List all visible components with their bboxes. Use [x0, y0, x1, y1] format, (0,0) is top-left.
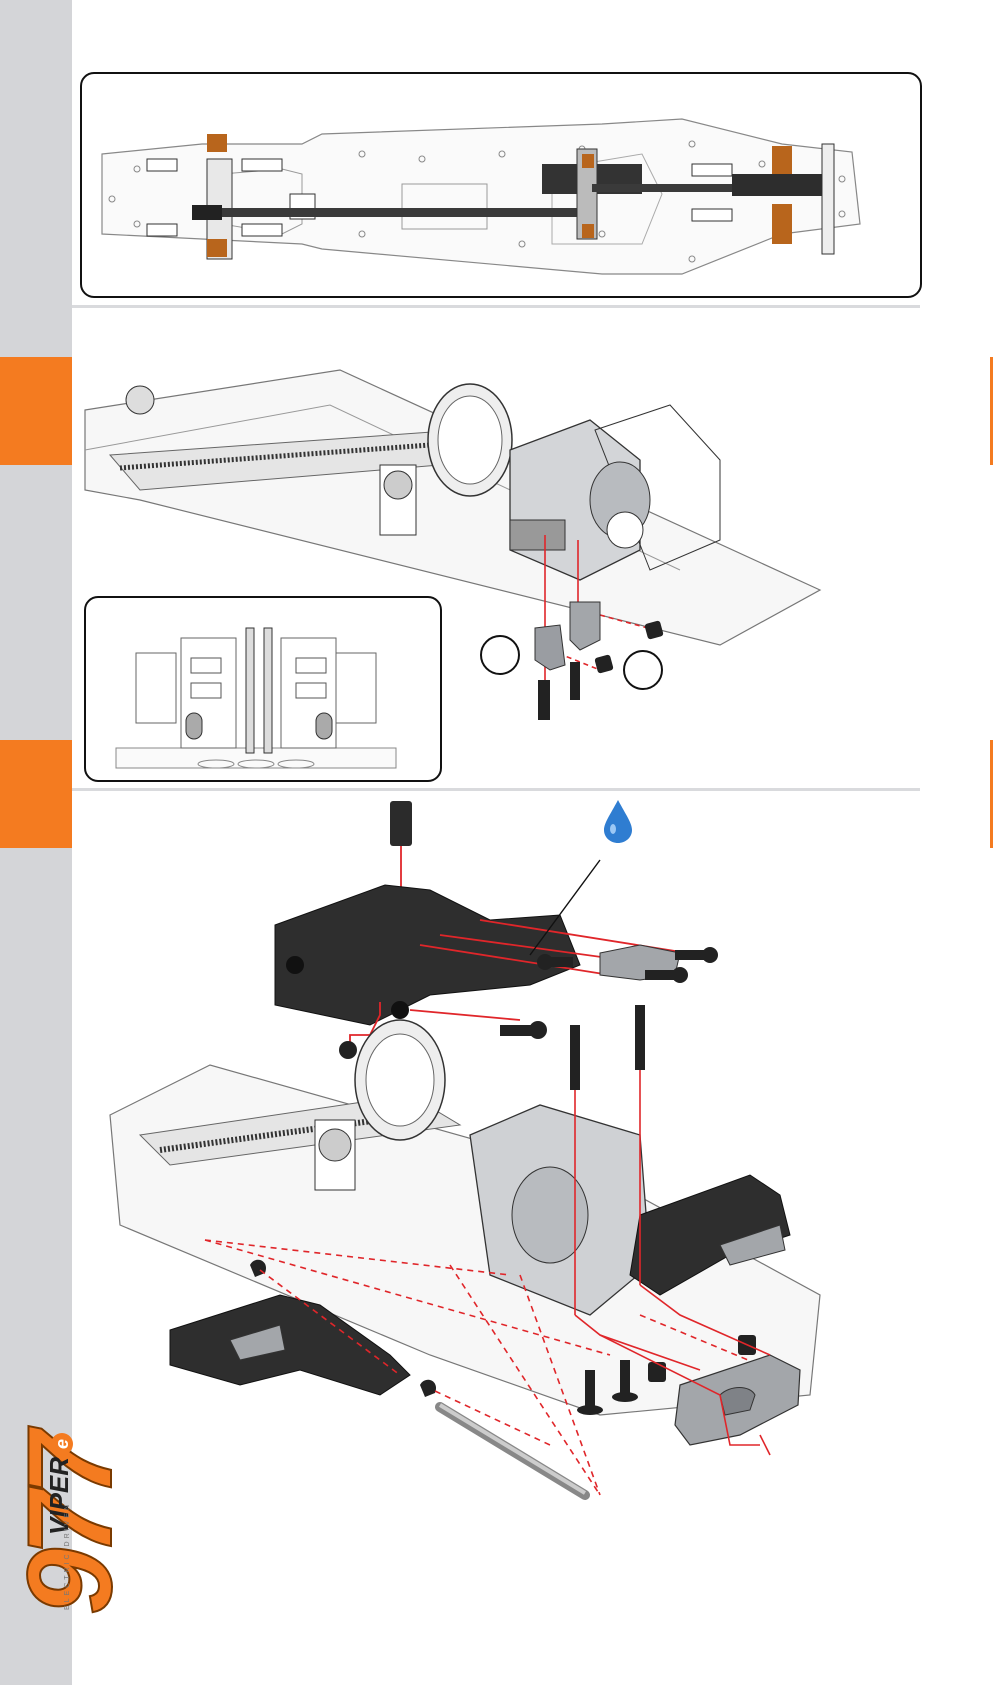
section-divider-1: [72, 305, 920, 308]
step-b-diagram: [80, 795, 920, 1675]
step-tab-1: [0, 357, 72, 465]
brand-model-suffix: e: [51, 1433, 73, 1455]
callout-circle-right: [624, 651, 662, 689]
rear-view-inset-frame: [84, 596, 442, 782]
chassis-top-view-frame: [80, 72, 922, 298]
step-tab-2: [0, 740, 72, 848]
chassis-top-view-diagram: [82, 74, 920, 296]
rear-view-inset-diagram: [86, 598, 440, 780]
brand-tagline: ELECTRIC DRIVEN: [64, 1502, 71, 1610]
suspension-arm-exploded-view: [80, 795, 920, 1675]
callout-circle-left: [481, 636, 519, 674]
oil-drop-icon: [604, 800, 632, 843]
spacer-part: [390, 801, 412, 846]
